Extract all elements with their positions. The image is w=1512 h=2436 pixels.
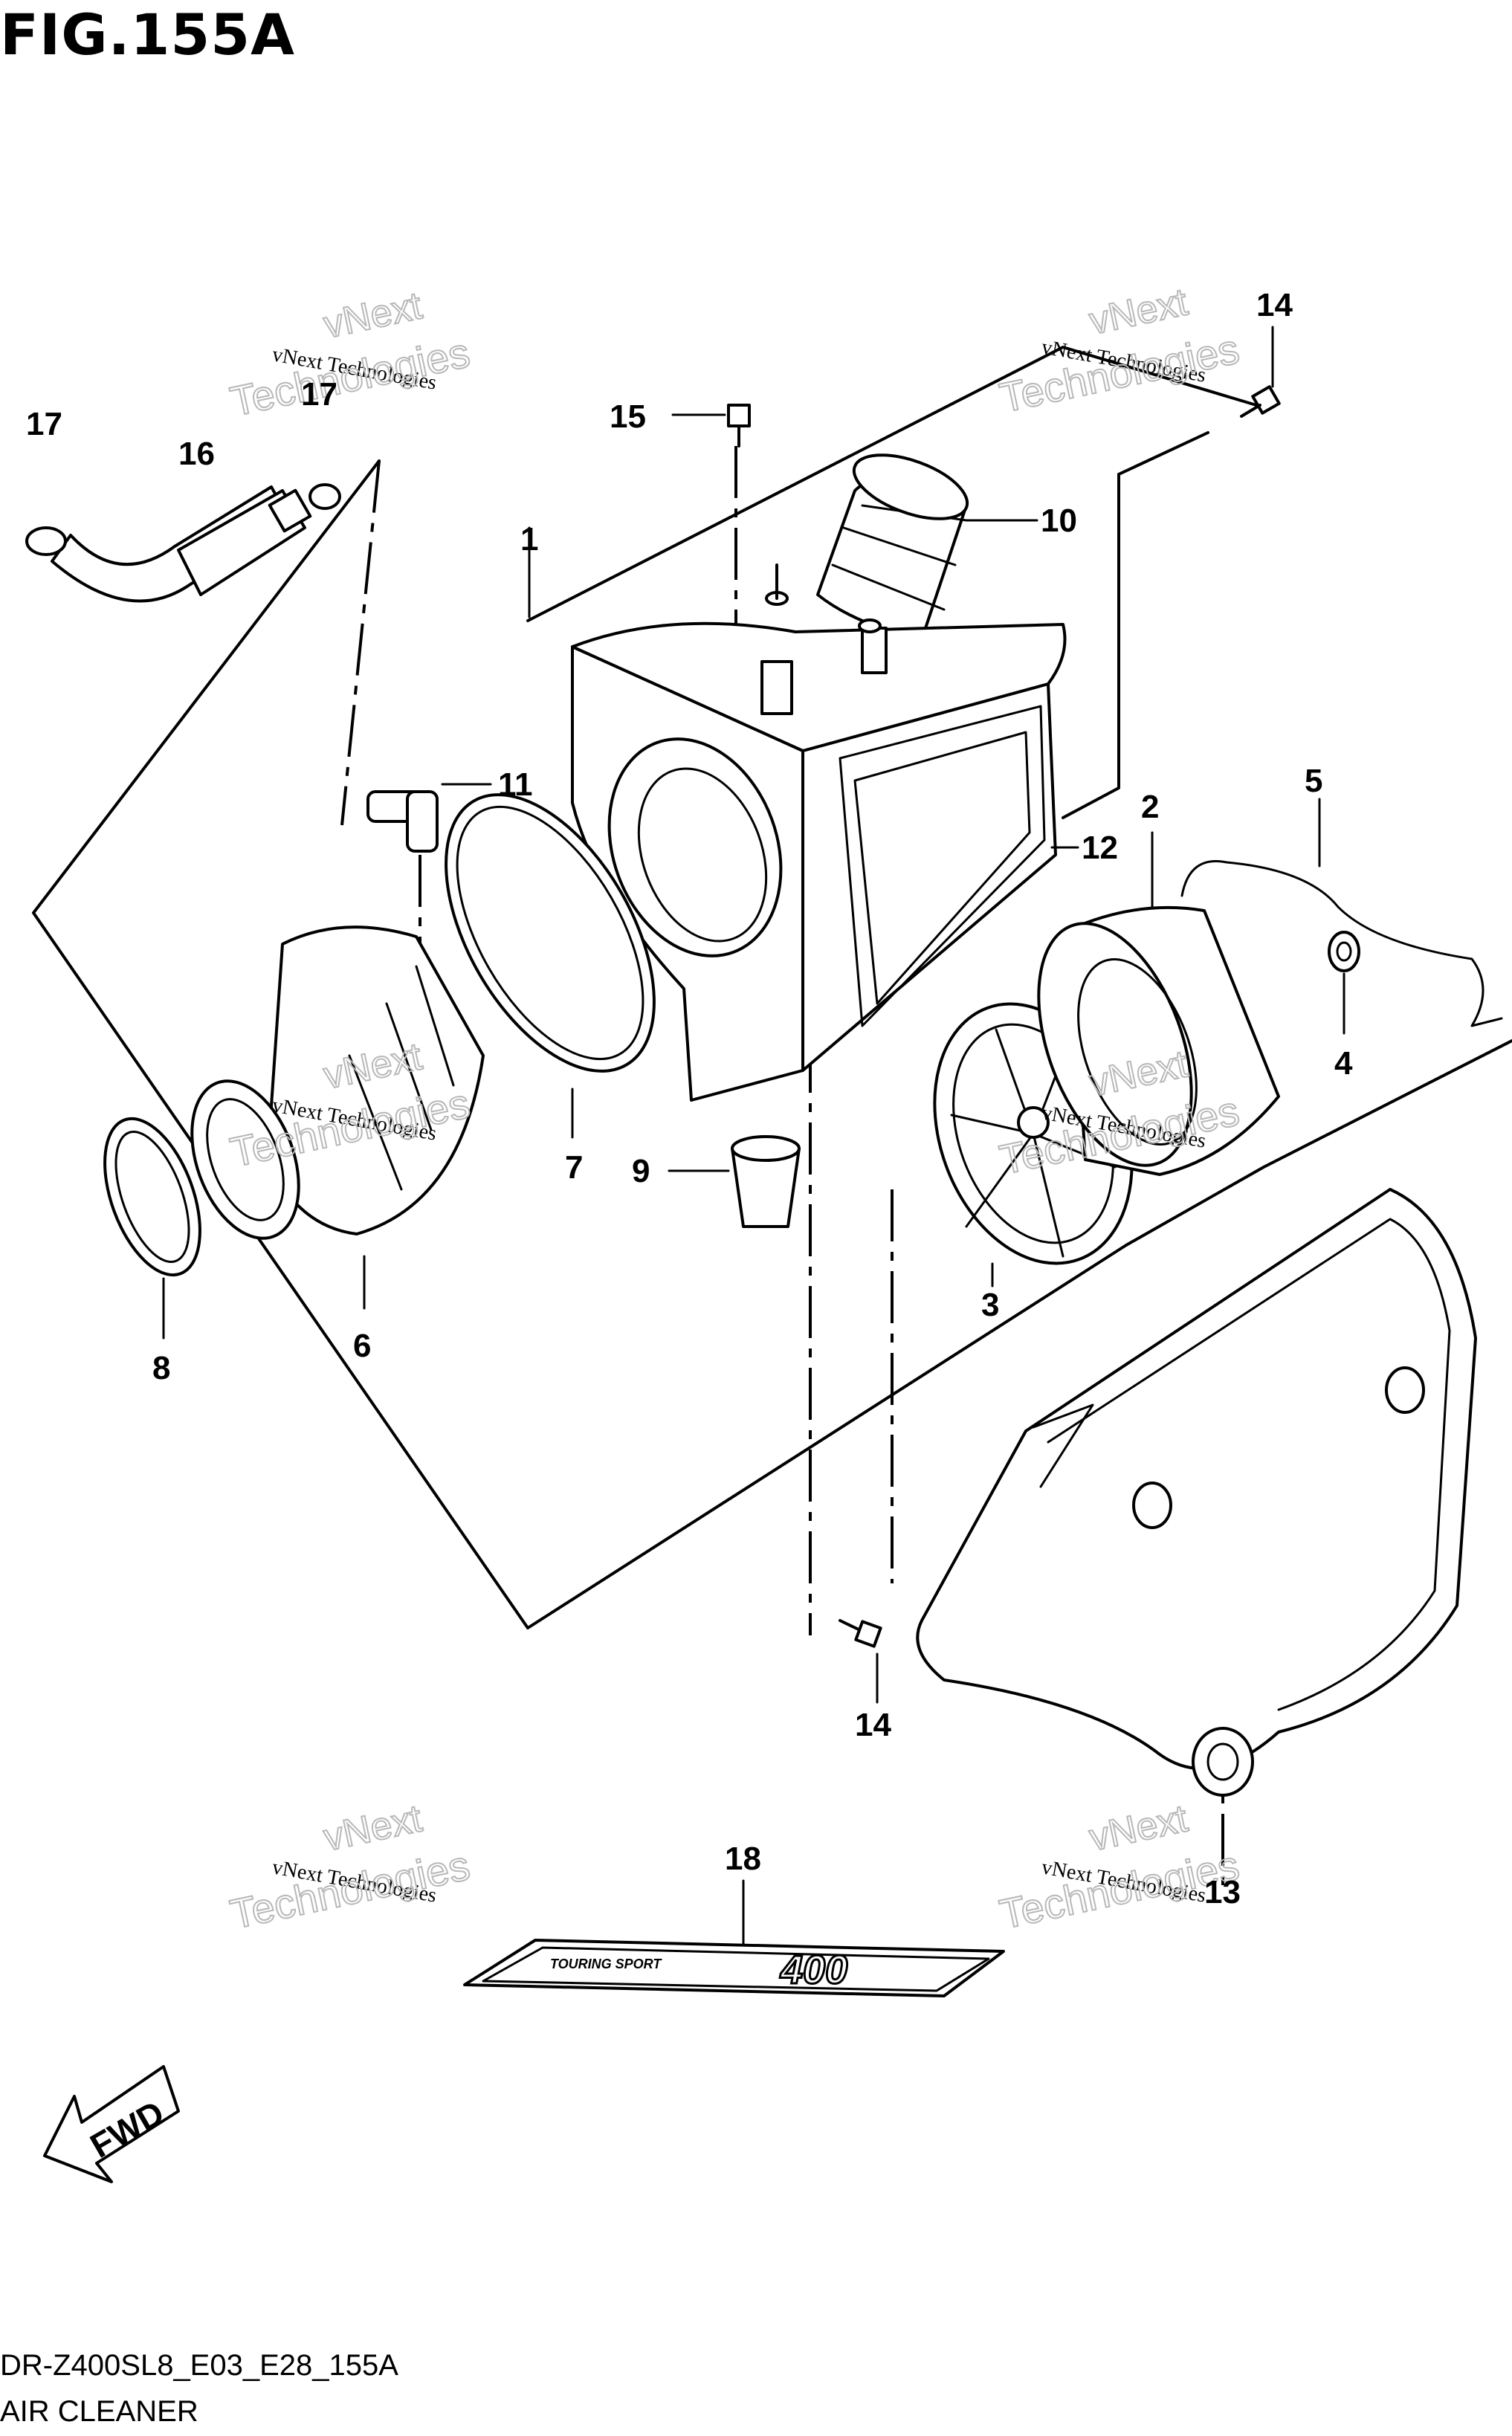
case-seal-ring — [445, 793, 656, 1139]
part-label-10: 10 — [1041, 503, 1077, 539]
svg-text:vNext: vNext — [1085, 280, 1192, 343]
watermark-top-left: vNext Technologies vNext Technologies — [225, 283, 474, 425]
part-label-8: 8 — [152, 1350, 170, 1386]
hose-clamp — [103, 1117, 201, 1340]
hose-clip-right — [308, 483, 341, 510]
bolt-lower — [839, 1619, 882, 1704]
decal-text-big: 400 — [780, 1948, 847, 1992]
svg-text:vNext: vNext — [320, 284, 426, 346]
part-label-5: 5 — [1305, 763, 1322, 799]
svg-text:Technologies: Technologies — [226, 329, 474, 425]
intake-funnel — [816, 453, 1038, 641]
part-label-15: 15 — [610, 398, 646, 435]
svg-text:vNext: vNext — [320, 1797, 426, 1859]
part-label-13: 13 — [1204, 1874, 1241, 1910]
filter-element — [1037, 831, 1280, 1176]
part-label-3: 3 — [981, 1287, 999, 1323]
watermark-bottom-left: vNext Technologies vNext Technologies — [225, 1796, 474, 1938]
part-label-7: 7 — [565, 1149, 583, 1186]
drain-grommet — [668, 1135, 801, 1228]
decal-sticker: TOURING SPORT 400 — [463, 1879, 1005, 1997]
breather-hose — [51, 485, 312, 603]
part-label-11: 11 — [498, 766, 533, 803]
part-label-17-left: 17 — [26, 406, 62, 442]
figure-title: FIG.155A — [0, 1, 295, 68]
part-label-14-bottom: 14 — [855, 1707, 891, 1743]
part-label-1: 1 — [520, 521, 538, 558]
diagram-code: DR-Z400SL8_E03_E28_155A — [0, 2349, 398, 2382]
decal-text-small: TOURING SPORT — [550, 1957, 662, 1971]
elbow-fitting — [366, 783, 492, 853]
svg-text:vNext: vNext — [1085, 1797, 1192, 1859]
part-label-2: 2 — [1141, 789, 1159, 825]
part-label-17-right: 17 — [301, 376, 337, 413]
part-label-4: 4 — [1334, 1045, 1353, 1082]
part-label-6: 6 — [353, 1328, 371, 1364]
hose-clip-left — [25, 526, 67, 556]
part-label-16: 16 — [178, 436, 215, 472]
svg-text:Technologies: Technologies — [995, 325, 1243, 421]
part-label-9: 9 — [632, 1153, 650, 1189]
washer — [1328, 931, 1360, 1035]
bolt-upper-right — [1240, 326, 1281, 418]
watermark-bottom-right: vNext Technologies vNext Technologies — [995, 1796, 1244, 1938]
part-label-12: 12 — [1082, 830, 1118, 866]
forward-direction-arrow: FWD — [43, 2065, 180, 2183]
diagram-name: AIR CLEANER — [0, 2395, 198, 2428]
part-labels: 17 16 17 15 14 10 1 11 2 5 12 4 7 9 3 6 … — [26, 287, 1353, 1910]
assembly-boundary — [32, 346, 1512, 1629]
retaining-wire — [1180, 798, 1503, 1027]
outlet-tube — [190, 925, 485, 1310]
side-cover — [916, 1188, 1477, 1797]
svg-text:Technologies: Technologies — [226, 1841, 474, 1938]
watermark-top-right: vNext Technologies vNext Technologies — [995, 280, 1244, 421]
bolt-top — [671, 404, 751, 448]
part-label-14-top: 14 — [1256, 287, 1293, 323]
part-label-18: 18 — [725, 1841, 761, 1877]
